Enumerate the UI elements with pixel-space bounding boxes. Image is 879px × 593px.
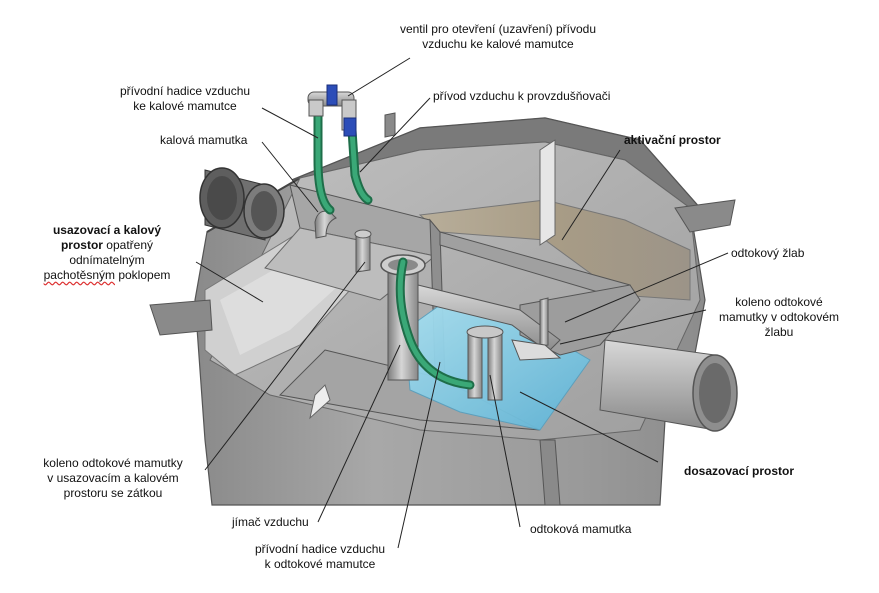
label-air-valve-line1: ventil pro otevření (uzavření) přívodu [399, 22, 597, 36]
label-settling-line2-bold: prostor [60, 238, 103, 252]
trough-elbow [511, 339, 562, 361]
label-settling-space: usazovací a kalový prostor opatřený odní… [18, 223, 196, 283]
label-outlet-hose-line2: k odtokové mamutce [264, 557, 376, 571]
label-sludge-hose-line2: ke kalové mamutce [133, 99, 237, 113]
outlet-pipe [599, 339, 738, 432]
label-settling-elbow: koleno odtokové mamutky v usazovacím a k… [20, 456, 206, 501]
label-air-valve: ventil pro otevření (uzavření) přívodu v… [378, 22, 618, 52]
inlet-pipe [199, 167, 285, 241]
label-outlet-airlift: odtoková mamutka [530, 522, 631, 537]
activation-space-sludge [418, 199, 691, 301]
label-outlet-hose-line1: přívodní hadice vzduchu [254, 542, 386, 556]
label-air-collector-text: jímač vzduchu [232, 515, 309, 529]
label-clarifier-space: dosazovací prostor [684, 464, 794, 479]
label-air-collector: jímač vzduchu [232, 515, 309, 530]
label-trough-elbow-line2: mamutky v odtokovém [718, 310, 840, 324]
label-outlet-trough-text: odtokový žlab [731, 246, 805, 260]
label-settling-line1: usazovací a kalový [52, 223, 162, 237]
label-outlet-hose: přívodní hadice vzduchu k odtokové mamut… [240, 542, 400, 572]
label-settling-line3: odnímatelným [69, 253, 145, 267]
label-aerator-air-text: přívod vzduchu k provzdušňovači [433, 89, 611, 103]
label-settling-line4-rest: poklopem [115, 268, 171, 282]
leader-lines [195, 57, 729, 549]
label-trough-elbow: koleno odtokové mamutky v odtokovém žlab… [704, 295, 854, 340]
label-outlet-trough: odtokový žlab [731, 246, 804, 261]
label-settling-elbow-line2: v usazovacím a kalovém [47, 471, 179, 485]
label-aerator-air: přívod vzduchu k provzdušňovači [433, 89, 610, 104]
label-clarifier-space-text: dosazovací prostor [684, 464, 795, 478]
label-trough-elbow-line1: koleno odtokové [735, 295, 823, 309]
label-settling-line2-rest: opatřený [102, 238, 154, 252]
label-settling-elbow-line1: koleno odtokové mamutky [43, 456, 183, 470]
sludge-airlift-elbow [314, 210, 337, 239]
label-settling-line4-underlined: pachotěsným [43, 268, 115, 282]
label-activation-space-text: aktivační prostor [624, 133, 721, 147]
label-settling-elbow-line3: prostoru se zátkou [63, 486, 163, 500]
label-sludge-hose: přívodní hadice vzduchu ke kalové mamutc… [110, 84, 260, 114]
label-sludge-hose-line1: přívodní hadice vzduchu [119, 84, 251, 98]
air-valve [307, 84, 357, 137]
air-hoses [313, 107, 475, 390]
label-sludge-airlift-text: kalová mamutka [160, 133, 248, 147]
label-trough-elbow-line3: žlabu [764, 325, 794, 339]
label-sludge-airlift: kalová mamutka [160, 133, 247, 148]
label-outlet-airlift-text: odtoková mamutka [530, 522, 632, 536]
label-activation-space: aktivační prostor [624, 133, 721, 148]
label-air-valve-line2: vzduchu ke kalové mamutce [422, 37, 574, 51]
